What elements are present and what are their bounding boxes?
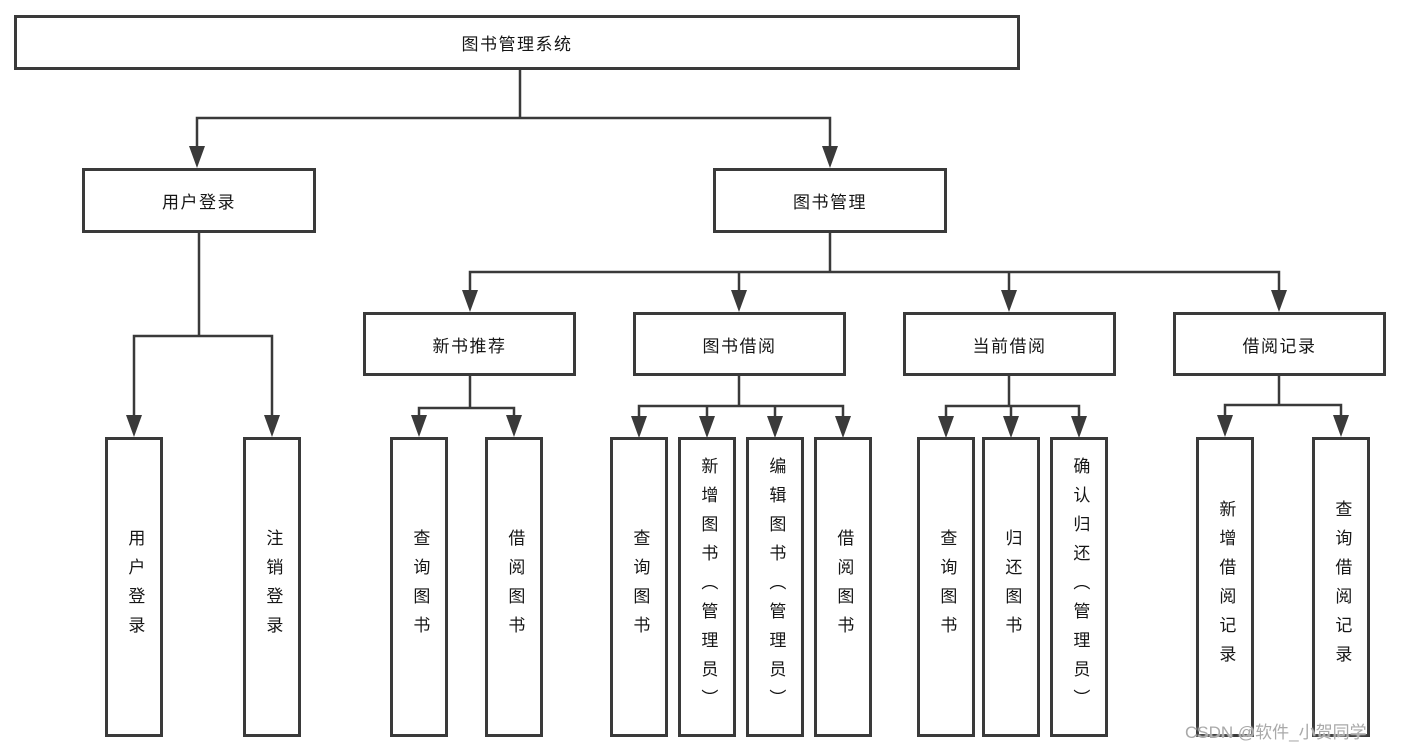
leaf-borrow-book-label: 借阅图书 (834, 529, 854, 645)
node-book-management: 图书管理 (713, 168, 947, 233)
node-user-login: 用户登录 (82, 168, 316, 233)
leaf-query-borrow-record: 查询借阅记录 (1312, 437, 1370, 737)
leaf-query-book-recommend: 查询图书 (390, 437, 448, 737)
csdn-watermark: CSDN @软件_小贺同学 (1185, 723, 1367, 742)
leaf-add-borrow-record-label: 新增借阅记录 (1216, 500, 1236, 674)
leaf-borrow-book: 借阅图书 (814, 437, 872, 737)
connector-path (132, 69, 1343, 420)
leaf-return-book-label: 归还图书 (1002, 529, 1022, 645)
node-root-label: 图书管理系统 (461, 35, 573, 54)
node-borrow-records-label: 借阅记录 (1242, 336, 1317, 356)
leaf-edit-book-admin: 编辑图书（管理员） (746, 437, 804, 737)
node-book-management-label: 图书管理 (793, 193, 867, 212)
node-book-borrowing: 图书借阅 (633, 312, 846, 376)
node-borrow-records: 借阅记录 (1173, 312, 1386, 376)
arrowheads (126, 146, 1349, 438)
leaf-query-book-borrow-label: 查询图书 (630, 529, 650, 645)
leaf-query-borrow-record-label: 查询借阅记录 (1332, 500, 1352, 674)
leaf-user-login: 用户登录 (105, 437, 163, 737)
leaf-add-book-admin-label: 新增图书（管理员） (698, 456, 718, 718)
leaf-user-login-label: 用户登录 (125, 529, 145, 645)
node-user-login-label: 用户登录 (162, 193, 236, 212)
node-new-book-recommend-label: 新书推荐 (432, 336, 507, 356)
leaf-confirm-return-admin: 确认归还（管理员） (1050, 437, 1108, 737)
leaf-return-book: 归还图书 (982, 437, 1040, 737)
leaf-confirm-return-admin-label: 确认归还（管理员） (1070, 456, 1090, 718)
node-current-borrowing-label: 当前借阅 (972, 336, 1047, 356)
leaf-query-book-recommend-label: 查询图书 (410, 529, 430, 645)
leaf-query-book-borrow: 查询图书 (610, 437, 668, 737)
leaf-add-borrow-record: 新增借阅记录 (1196, 437, 1254, 737)
leaf-borrow-book-recommend: 借阅图书 (485, 437, 543, 737)
leaf-add-book-admin: 新增图书（管理员） (678, 437, 736, 737)
leaf-borrow-book-recommend-label: 借阅图书 (505, 529, 525, 645)
node-root-system: 图书管理系统 (14, 15, 1020, 70)
leaf-logout: 注销登录 (243, 437, 301, 737)
node-current-borrowing: 当前借阅 (903, 312, 1116, 376)
node-book-borrowing-label: 图书借阅 (702, 336, 777, 356)
leaf-query-book-current-label: 查询图书 (937, 529, 957, 645)
leaf-query-book-current: 查询图书 (917, 437, 975, 737)
leaf-logout-label: 注销登录 (263, 529, 283, 645)
leaf-edit-book-admin-label: 编辑图书（管理员） (766, 456, 786, 718)
node-new-book-recommend: 新书推荐 (363, 312, 576, 376)
